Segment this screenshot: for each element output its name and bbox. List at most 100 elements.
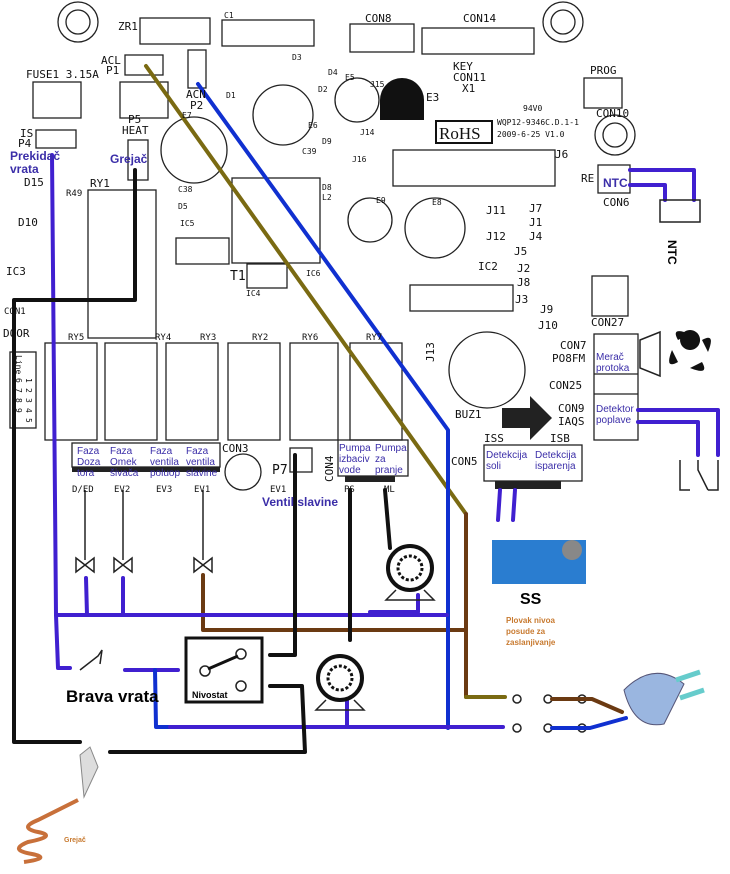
phase-wire (144, 64, 468, 516)
double-pole-switch (512, 694, 628, 733)
flow-meter-icon (639, 330, 661, 378)
ps-label: PS (344, 485, 355, 495)
d9-label: D9 (322, 137, 332, 146)
board-date: 2009-6-25 V1.0 (497, 130, 565, 139)
isb-label: ISB (550, 432, 570, 445)
inlet-valve-phase-label: Faza (186, 446, 209, 457)
pcb-board (9, 1, 639, 491)
ic2-label: IC2 (478, 260, 498, 273)
ntc-sensor-label: NTC (665, 240, 679, 265)
con6-connector (597, 164, 631, 194)
halfload-valve-phase-label: Faza (150, 446, 173, 457)
pump-icon-2 (314, 654, 366, 711)
power-plug-icon (623, 672, 685, 726)
zr1-label: ZR1 (118, 20, 138, 33)
p5-connector (127, 139, 149, 181)
svg-text:tora: tora (77, 468, 95, 479)
nivostat-switch (184, 636, 264, 704)
svg-text:protoka: protoka (596, 363, 630, 374)
relay-bank (44, 342, 403, 441)
j2-label: J2 (517, 262, 530, 275)
arrow-icon (502, 396, 552, 440)
p1-label: P1 (106, 64, 119, 77)
heater-icon (17, 746, 99, 864)
buz1-label: BUZ1 (455, 408, 482, 421)
svg-text:poplave: poplave (596, 415, 631, 426)
p2-connector (187, 49, 207, 89)
con14-label: CON14 (463, 12, 496, 25)
softener-phase-label: Faza (110, 446, 133, 457)
con10-label: CON10 (596, 107, 629, 120)
svg-text:slavine: slavine (186, 468, 218, 479)
con11-label: CON11 (453, 71, 486, 84)
svg-text:vode: vode (339, 465, 361, 476)
ev1-label: EV1 (194, 485, 210, 495)
heat-label: HEAT (122, 124, 149, 137)
ev2-label: EV2 (114, 485, 130, 495)
svg-text:7: 7 (14, 388, 23, 393)
d1-label: D1 (226, 91, 236, 100)
fan-icon (669, 330, 711, 371)
ic2-chip (409, 284, 514, 312)
con1-label: CON1 (4, 307, 26, 317)
iaqs-label: IAQS (558, 415, 585, 428)
svg-text:vrata: vrata (10, 162, 39, 176)
svg-text:9: 9 (14, 408, 23, 413)
con14-connector (421, 27, 535, 55)
j15-label: J15 (370, 80, 385, 89)
ev1-p7-label: EV1 (270, 485, 286, 495)
con7-con9-block (593, 333, 639, 441)
evaporation-detection-label: Detekcija (535, 450, 577, 461)
con9-label: CON9 (558, 402, 585, 415)
ul-label: 94V0 (523, 104, 542, 113)
ry1-relay (87, 189, 157, 339)
j16-label: J16 (352, 155, 367, 164)
wires (12, 64, 720, 754)
svg-text:8: 8 (14, 398, 23, 403)
ev3-label: EV3 (156, 485, 172, 495)
p4-label: P4 (18, 137, 32, 150)
neutral-wire (196, 82, 450, 730)
ry3-label: RY3 (200, 333, 216, 343)
j10-label: J10 (538, 319, 558, 332)
p7-connector (289, 447, 313, 473)
x1-label: X1 (462, 82, 475, 95)
svg-text:ventila: ventila (186, 457, 215, 468)
svg-text:za: za (375, 454, 386, 465)
re-label: RE (581, 172, 594, 185)
t1-label: T1 (230, 269, 246, 284)
wash-pump-label: Pumpa (375, 443, 407, 454)
heater-connector-label: Grejač (110, 152, 148, 166)
ic6-label: IC6 (306, 269, 321, 278)
e6-label: E6 (308, 121, 318, 130)
line-table (9, 351, 37, 429)
p5-label: P5 (128, 113, 141, 126)
flood-switch-icon (679, 460, 719, 491)
c38-label: C38 (178, 185, 193, 194)
con6-label: CON6 (603, 196, 630, 209)
pump-icon (384, 544, 436, 601)
c1-capacitor (221, 19, 315, 47)
svg-text:poluop: poluop (150, 468, 180, 479)
door-switch-label: Prekidač (10, 149, 60, 163)
p7-label: P7 (272, 463, 288, 478)
ry4-label: RY4 (155, 333, 171, 343)
acl-label: ACL (101, 54, 121, 67)
ntc-sensor-icon (659, 199, 701, 223)
ic3-label: IC3 (6, 265, 26, 278)
door-label: DOOR (3, 327, 30, 340)
svg-text:šivača: šivača (110, 468, 139, 479)
j7-label: J7 (529, 202, 542, 215)
svg-text:4: 4 (24, 408, 33, 413)
salt-float-label: Plovak nivoa (506, 616, 555, 625)
ic4-label: IC4 (246, 289, 261, 298)
j8-label: J8 (517, 276, 530, 289)
annotations: Prekidač vrata Grejač NTC Merač protoka … (10, 149, 679, 844)
ntc-connector-label: NTC (603, 176, 628, 190)
flow-meter-label: Merač (596, 352, 624, 363)
is-label: IS (20, 127, 33, 140)
p4-connector (35, 129, 77, 149)
j9-label: J9 (540, 303, 553, 316)
e8-label: E8 (432, 198, 442, 207)
e3-label: E3 (426, 91, 439, 104)
